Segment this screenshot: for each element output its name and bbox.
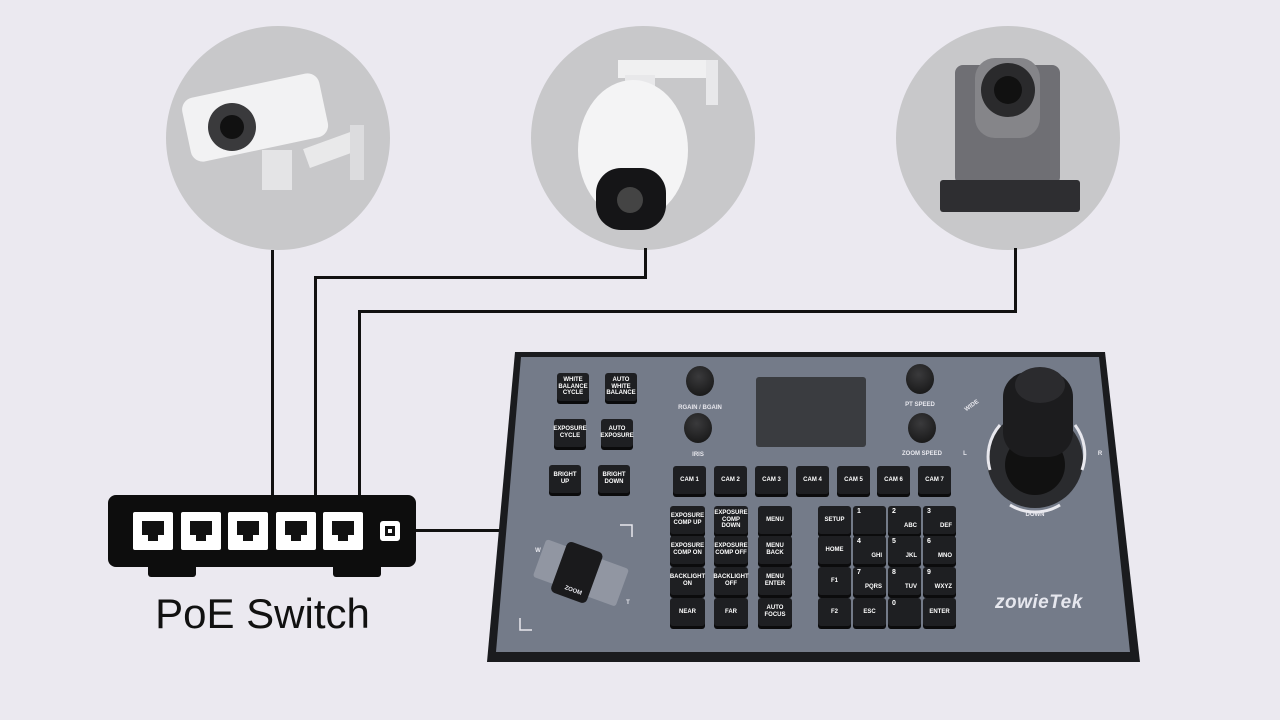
ptz-camera-icon <box>940 58 1080 212</box>
function-button[interactable]: BACKLIGHT ON <box>670 567 705 595</box>
function-button[interactable]: FAR <box>714 598 748 626</box>
function-button[interactable]: WHITE BALANCE CYCLE <box>557 373 589 401</box>
key-letters: MNO <box>938 553 952 560</box>
function-button[interactable]: EXPOSURE COMP DOWN <box>714 506 748 534</box>
switch-foot <box>333 567 381 577</box>
cable-camera-2 <box>644 248 647 278</box>
key-letters: DEF <box>940 523 952 530</box>
key-number: 4 <box>857 538 861 545</box>
switch-label: PoE Switch <box>155 590 370 637</box>
ethernet-port-icon <box>323 512 363 550</box>
keypad-button[interactable]: 1 <box>853 506 886 534</box>
key-number: 5 <box>892 538 896 545</box>
function-button[interactable]: BRIGHT UP <box>549 465 581 493</box>
keypad-button[interactable]: ESC <box>853 598 886 626</box>
key-number: 0 <box>892 600 896 607</box>
keypad-button[interactable]: HOME <box>818 536 851 564</box>
knob-label: RGAIN / BGAIN <box>678 405 722 411</box>
cam-button[interactable]: CAM 7 <box>918 466 951 494</box>
cable-controller <box>416 529 506 532</box>
power-port-icon <box>380 521 400 541</box>
key-number: 2 <box>892 508 896 515</box>
key-letters: TUV <box>905 584 917 591</box>
cam-button[interactable]: CAM 5 <box>837 466 870 494</box>
cable-camera-3-h <box>358 310 1017 313</box>
function-button[interactable]: AUTO FOCUS <box>758 598 792 626</box>
zoom-tele-label: T <box>626 600 630 606</box>
key-letters: GHI <box>871 553 882 560</box>
key-number: 7 <box>857 569 861 576</box>
function-button[interactable]: AUTO EXPOSURE <box>600 419 634 447</box>
poe-switch <box>108 495 416 567</box>
cable-camera-2-v <box>314 276 317 495</box>
key-letters: PQRS <box>864 584 882 591</box>
cam-button[interactable]: CAM 4 <box>796 466 829 494</box>
cam-button[interactable]: CAM 6 <box>877 466 910 494</box>
cable-camera-2-h <box>314 276 647 279</box>
key-number: 3 <box>927 508 931 515</box>
key-letters: WXYZ <box>934 584 952 591</box>
switch-foot <box>148 567 196 577</box>
rotary-knob[interactable] <box>686 366 714 396</box>
brand-logo: zowieTek <box>995 592 1083 613</box>
function-button[interactable]: NEAR <box>670 598 705 626</box>
keypad-button[interactable]: F1 <box>818 567 851 595</box>
ethernet-port-icon <box>228 512 268 550</box>
joystick-down-label: DOWN <box>1025 512 1045 518</box>
knob-label: PT SPEED <box>905 402 935 408</box>
keypad-button[interactable]: 0 <box>888 598 921 626</box>
lcd-screen <box>756 377 866 447</box>
key-number: 8 <box>892 569 896 576</box>
dome-camera-icon <box>578 60 718 230</box>
joystick-left-label: L <box>963 451 967 457</box>
function-button[interactable]: BRIGHT DOWN <box>598 465 630 493</box>
function-button[interactable]: EXPOSURE COMP OFF <box>714 536 748 564</box>
key-letters: ABC <box>904 523 917 530</box>
function-button[interactable]: EXPOSURE COMP UP <box>670 506 705 534</box>
joystick-right-label: R <box>1097 451 1103 457</box>
key-number: 9 <box>927 569 931 576</box>
keypad-button[interactable]: SETUP <box>818 506 851 534</box>
cam-button[interactable]: CAM 3 <box>755 466 788 494</box>
camera-illustrations <box>182 58 1080 230</box>
joystick[interactable] <box>1003 365 1073 495</box>
cam-button[interactable]: CAM 2 <box>714 466 747 494</box>
knob-label: ZOOM SPEED <box>901 451 942 457</box>
ethernet-port-icon <box>133 512 173 550</box>
rotary-knob[interactable] <box>906 364 934 394</box>
key-letters: JKL <box>905 553 917 560</box>
key-number: 6 <box>927 538 931 545</box>
function-button[interactable]: AUTO WHITE BALANCE <box>605 373 637 401</box>
bullet-camera-icon <box>182 73 364 190</box>
ethernet-port-icon <box>276 512 316 550</box>
function-button[interactable]: EXPOSURE CYCLE <box>553 419 587 447</box>
ethernet-port-icon <box>181 512 221 550</box>
rotary-knob[interactable] <box>908 413 936 443</box>
function-button[interactable]: MENU ENTER <box>758 567 792 595</box>
key-number: 1 <box>857 508 861 515</box>
function-button[interactable]: MENU <box>758 506 792 534</box>
function-button[interactable]: BACKLIGHT OFF <box>713 567 749 595</box>
cable-camera-3 <box>1014 248 1017 313</box>
keypad-button[interactable]: F2 <box>818 598 851 626</box>
knob-label: IRIS <box>692 452 704 458</box>
cam-button[interactable]: CAM 1 <box>673 466 706 494</box>
keypad-button[interactable]: ENTER <box>923 598 956 626</box>
function-button[interactable]: MENU BACK <box>758 536 792 564</box>
zoom-wide-label: W <box>535 548 541 554</box>
cable-camera-1 <box>271 250 274 495</box>
rotary-knob[interactable] <box>684 413 712 443</box>
cable-camera-3-v <box>358 310 361 495</box>
function-button[interactable]: EXPOSURE COMP ON <box>670 536 705 564</box>
